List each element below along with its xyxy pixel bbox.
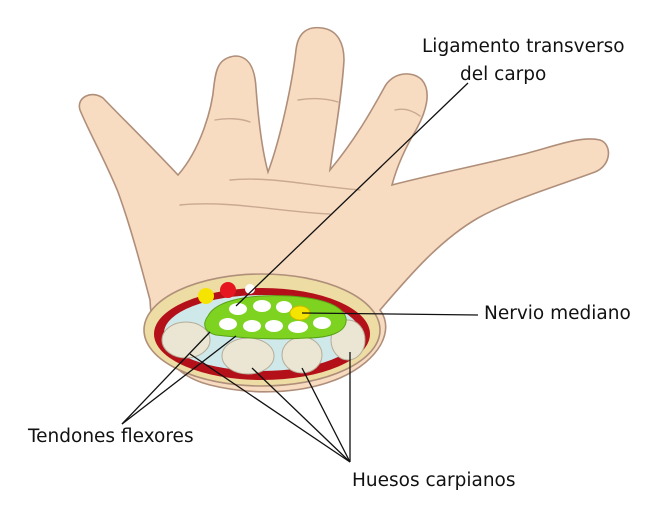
palm-crease (179, 203, 331, 215)
tendons-label: Tendones flexores (28, 426, 194, 447)
flexor-tendon (313, 317, 331, 329)
flexor-tendon (219, 318, 237, 330)
nerve-label: Nervio mediano (484, 303, 631, 324)
flexor-tendon (288, 321, 308, 333)
finger-crease (297, 97, 339, 103)
bones-label: Huesos carpianos (352, 470, 516, 491)
tendons-leader (121, 335, 237, 425)
carpal-bone (281, 336, 323, 374)
flexor-tendon (253, 300, 271, 312)
wrist-cross-section (143, 273, 381, 387)
palm-crease (229, 178, 361, 191)
flexor-tendon (265, 320, 283, 332)
ligament-label-line1: Ligamento transverso (422, 36, 625, 57)
ligament-label-line2: del carpo (460, 64, 547, 85)
tendons-leader (121, 331, 211, 425)
bones-leader (251, 367, 351, 463)
tendon-sheath (204, 295, 347, 340)
flexor-tendon (276, 301, 292, 313)
bones-leader (189, 353, 351, 463)
finger-crease (214, 117, 251, 123)
vessel (198, 288, 214, 304)
vessel (245, 284, 255, 294)
nerve-leader (301, 312, 479, 316)
flexor-tendon (243, 320, 261, 332)
flexor-tendon (229, 303, 247, 315)
carpal-bone (221, 337, 275, 375)
bones-leader (301, 367, 351, 463)
vessel (220, 282, 236, 298)
ligament-leader (235, 82, 469, 307)
finger-crease (394, 108, 421, 117)
